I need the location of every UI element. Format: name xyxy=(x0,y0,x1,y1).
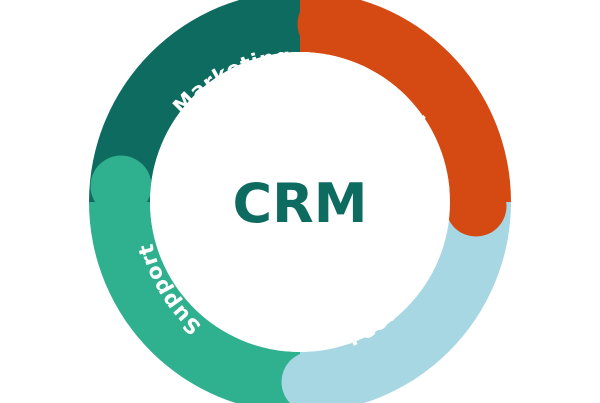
cap-support-left xyxy=(90,155,152,217)
cap-feedback-bottom xyxy=(281,351,343,403)
segment-feedback xyxy=(300,202,511,403)
segment-sales xyxy=(300,0,511,202)
cap-sales-top xyxy=(297,0,359,55)
cap-sales-right xyxy=(445,175,507,237)
segment-support xyxy=(89,202,300,403)
center-title: CRM xyxy=(233,172,368,235)
center-disc xyxy=(150,52,450,352)
segment-marketing xyxy=(89,0,300,202)
